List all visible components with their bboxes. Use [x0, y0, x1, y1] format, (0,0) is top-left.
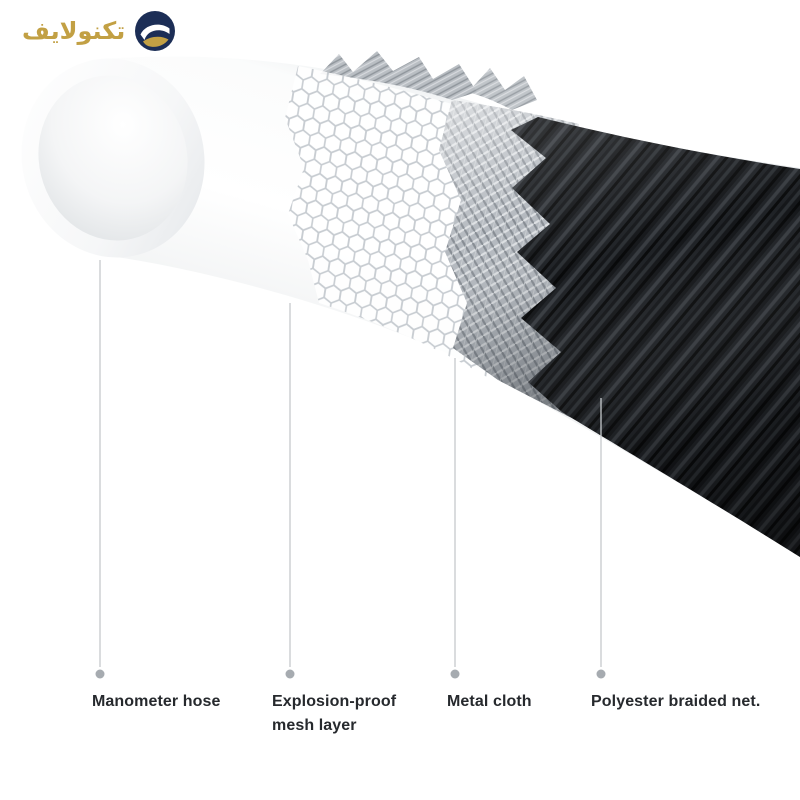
brand-logo-text: تكنولايف: [22, 16, 126, 45]
brand-logo: تكنولايف: [22, 10, 176, 52]
callout-dot: [285, 669, 295, 679]
callout-label-explosion-proof-mesh: Explosion-proof mesh layer: [272, 693, 397, 734]
callout-dots: [95, 669, 606, 679]
callout-label-metal-cloth: Metal cloth: [447, 693, 532, 710]
brand-logo-icon: [134, 10, 176, 52]
mesh-fray-tuft: [468, 68, 537, 110]
explosion-proof-mesh-layer: [285, 66, 492, 380]
callout-dot: [596, 669, 606, 679]
callout-dot: [450, 669, 460, 679]
mesh-fray-tuft: [320, 51, 477, 100]
hose-opening: [21, 58, 205, 258]
callout-label-manometer-hose: Manometer hose: [92, 693, 221, 710]
callout-label-polyester-braided-net: Polyester braided net.: [591, 693, 761, 710]
callout-dot: [95, 669, 105, 679]
braided-net-layer: [511, 117, 800, 557]
callout-lines: [99, 260, 602, 667]
